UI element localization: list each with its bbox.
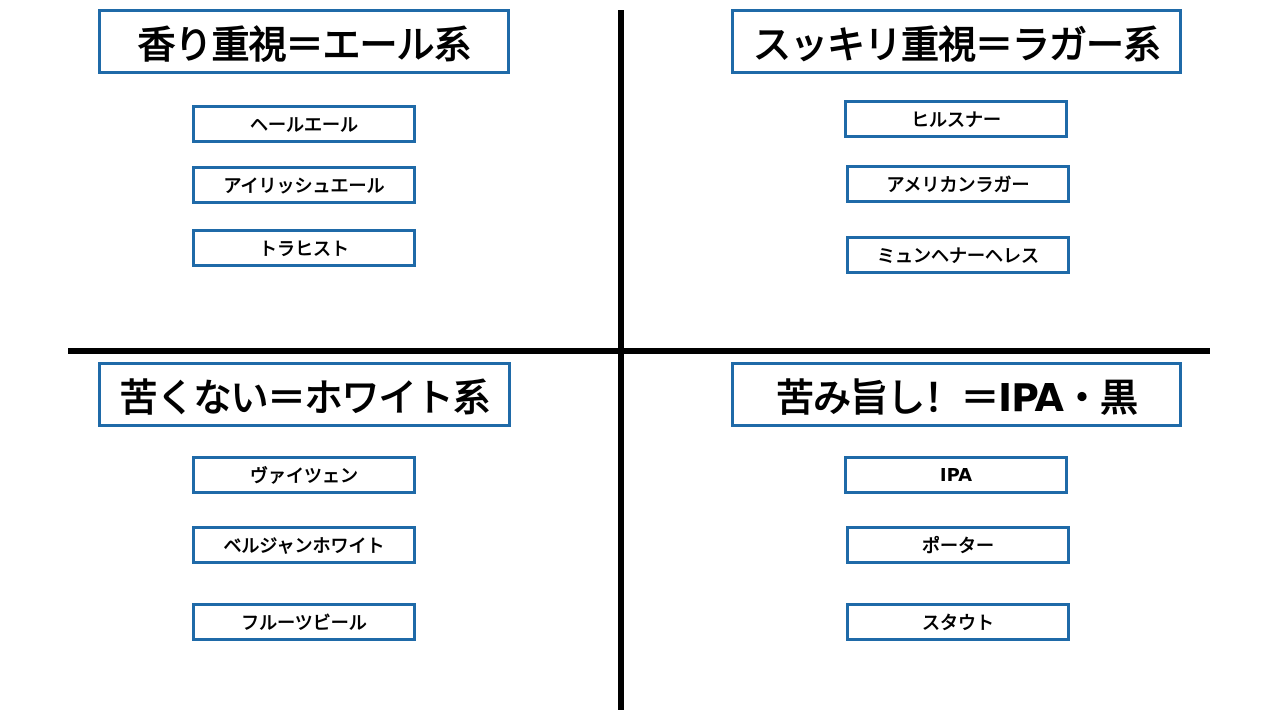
item-box-american-lager: アメリカンラガー	[846, 165, 1070, 203]
item-box-porter: ポーター	[846, 526, 1070, 564]
vertical-axis	[618, 10, 624, 710]
item-box-belgian-white: ベルジャンホワイト	[192, 526, 416, 564]
item-box-fruit-beer: フルーツビール	[192, 603, 416, 641]
quadrant-heading-top-right-text: スッキリ重視＝ラガー系	[752, 23, 1161, 67]
item-box-pilsner: ヒルスナー	[844, 100, 1068, 138]
horizontal-axis	[68, 348, 1210, 354]
item-label: ベルジャンホワイト	[223, 536, 385, 557]
item-box-munchner-helles: ミュンヘナーヘレス	[846, 236, 1070, 274]
quadrant-heading-bottom-right-text: 苦み旨し！＝IPA・黒	[776, 376, 1138, 420]
item-label: ヒルスナー	[911, 110, 1001, 131]
quadrant-heading-bottom-right: 苦み旨し！＝IPA・黒	[731, 362, 1182, 427]
item-box-stout: スタウト	[846, 603, 1070, 641]
item-box-weizen: ヴァイツェン	[192, 456, 416, 494]
item-label: フルーツビール	[241, 613, 367, 634]
quadrant-heading-top-left: 香り重視＝エール系	[98, 9, 510, 74]
item-label: ポーター	[922, 536, 994, 557]
quadrant-heading-top-right: スッキリ重視＝ラガー系	[731, 9, 1182, 74]
item-label: ヴァイツェン	[250, 466, 358, 487]
item-box-pale-ale: ヘールエール	[192, 105, 416, 143]
item-label: ミュンヘナーヘレス	[877, 246, 1039, 267]
item-box-ipa: IPA	[844, 456, 1068, 494]
item-label: トラヒスト	[259, 239, 349, 260]
item-label: スタウト	[922, 613, 994, 634]
item-label: アメリカンラガー	[886, 175, 1030, 196]
item-box-trappist: トラヒスト	[192, 229, 416, 267]
quadrant-heading-top-left-text: 香り重視＝エール系	[137, 23, 471, 67]
item-label: ヘールエール	[250, 115, 358, 136]
quadrant-heading-bottom-left: 苦くない＝ホワイト系	[98, 362, 511, 427]
quadrant-heading-bottom-left-text: 苦くない＝ホワイト系	[119, 376, 490, 420]
item-label: IPA	[939, 464, 973, 486]
item-box-irish-ale: アイリッシュエール	[192, 166, 416, 204]
item-label: アイリッシュエール	[223, 176, 385, 197]
